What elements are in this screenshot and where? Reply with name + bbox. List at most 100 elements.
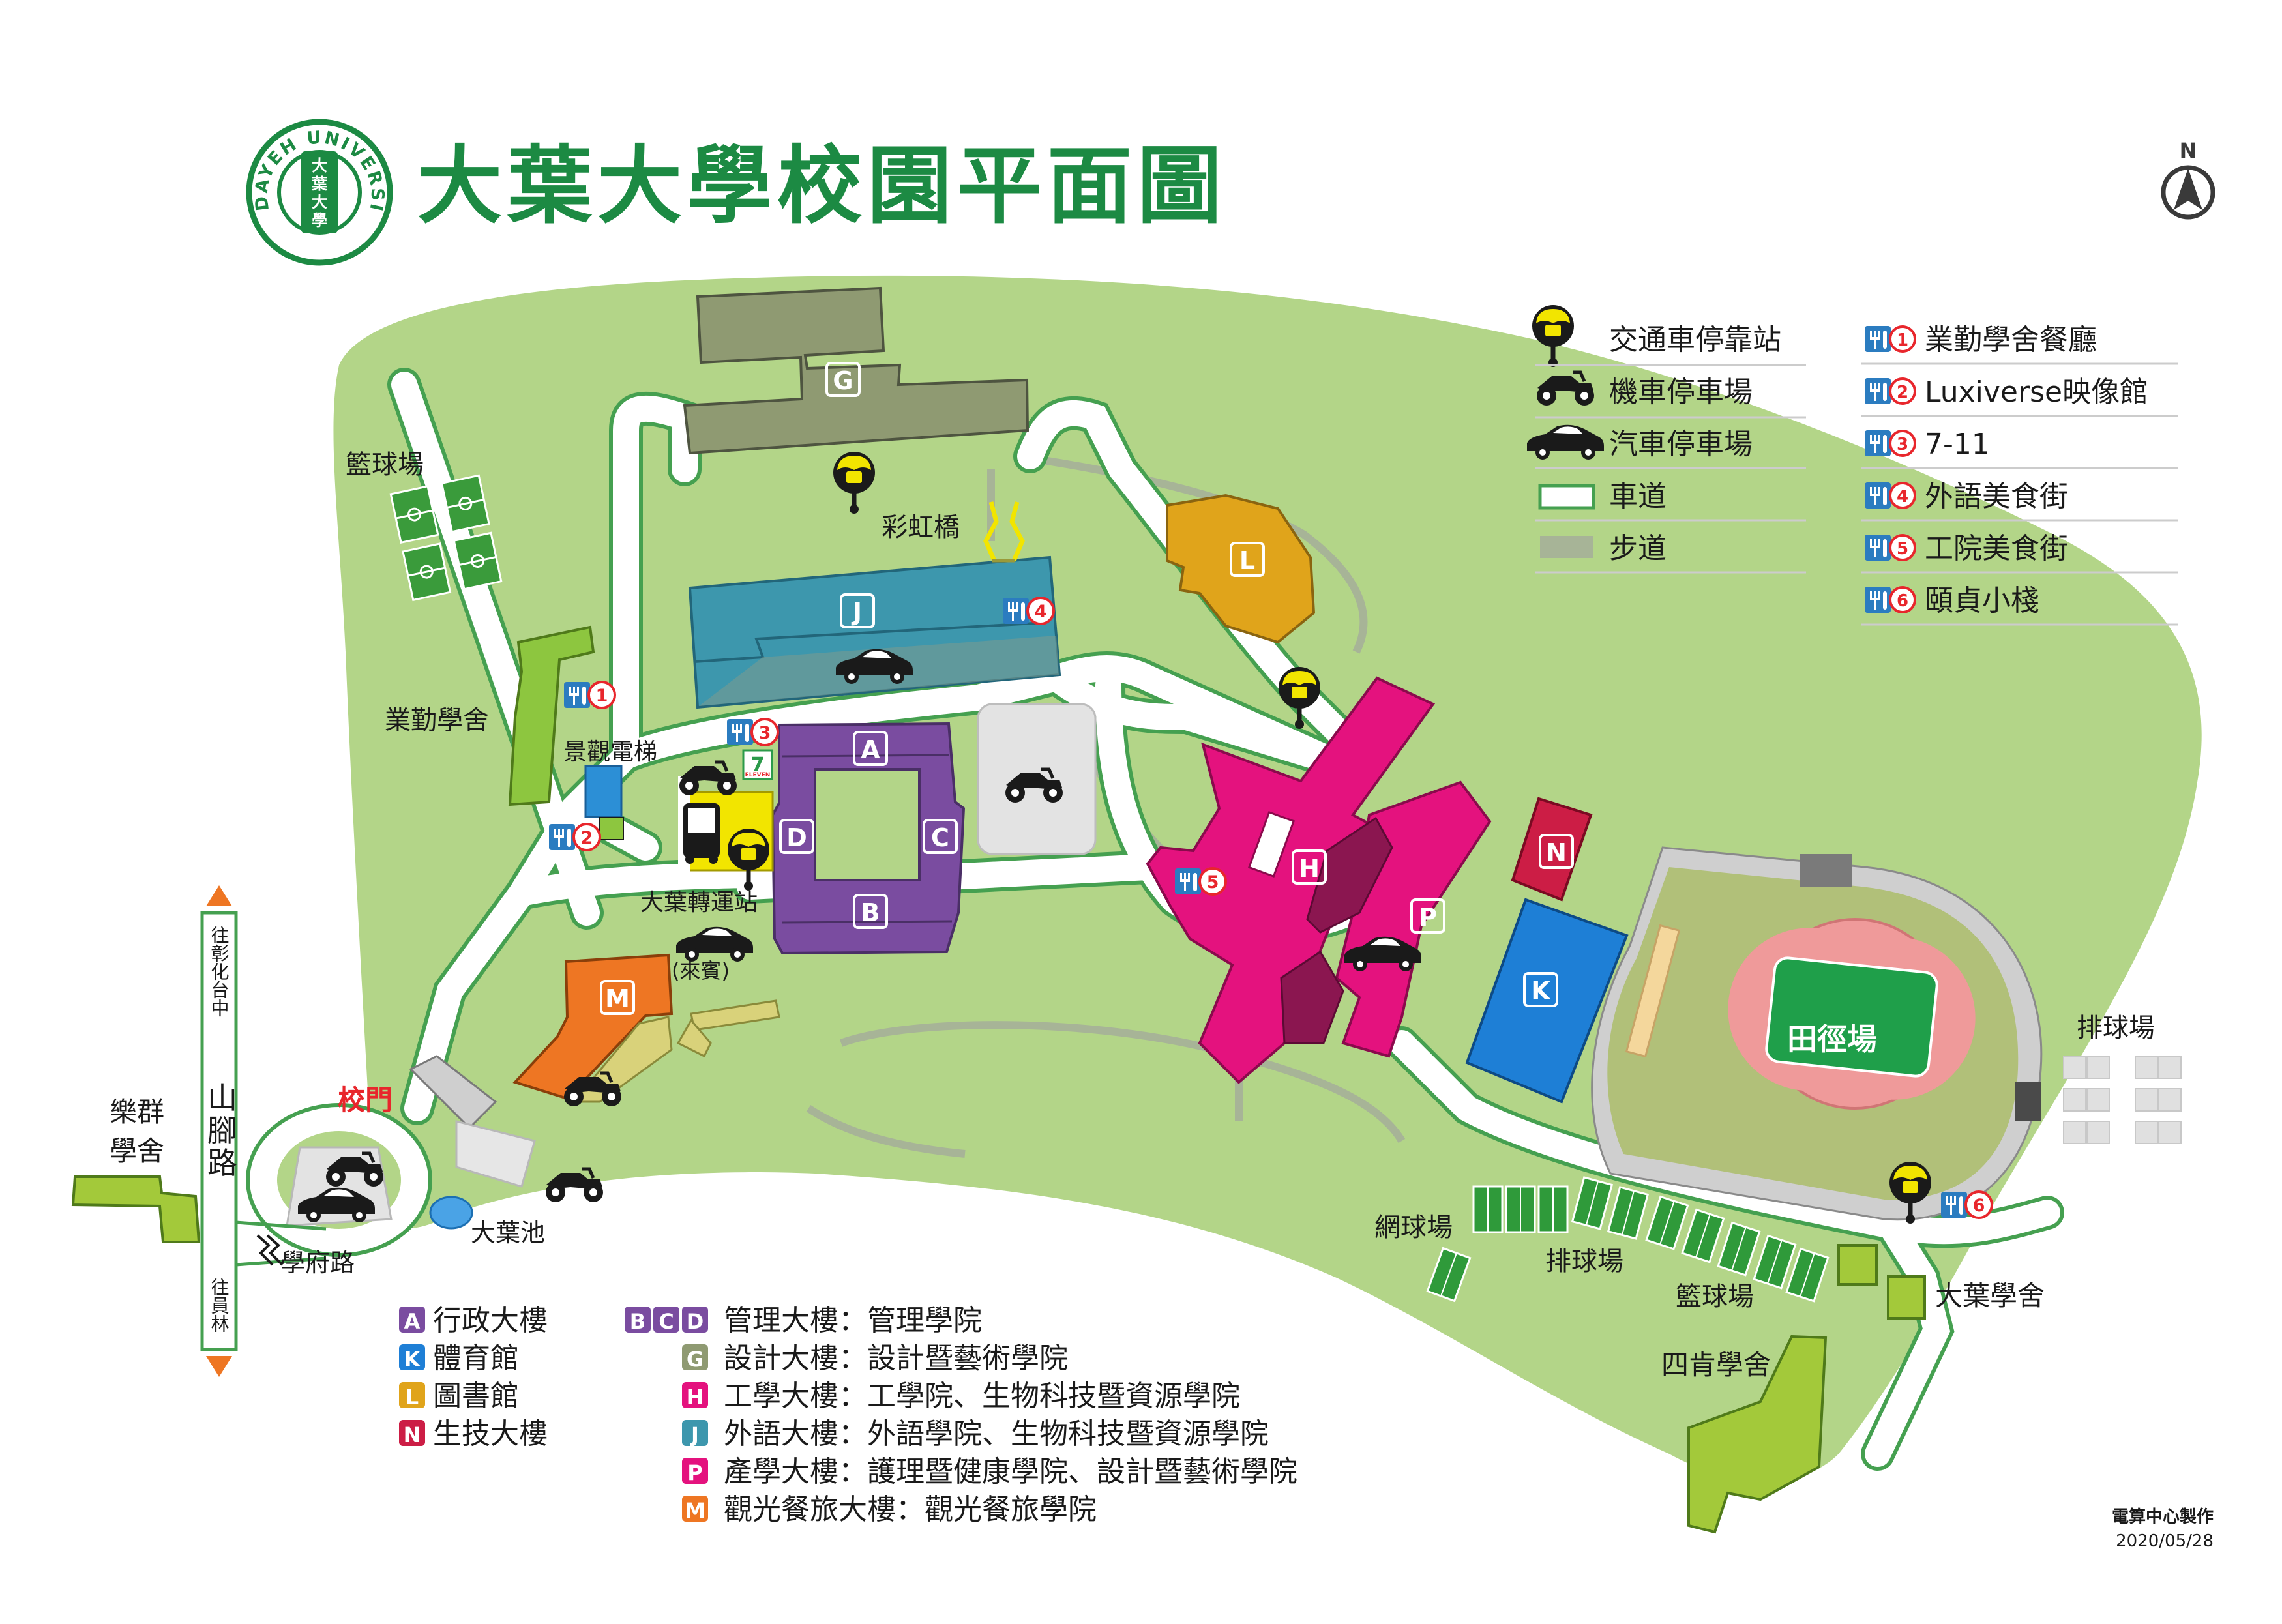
label-mountain-road-2: 腳 [207, 1113, 237, 1148]
letter-p: P [1419, 903, 1437, 932]
building-n[interactable] [1511, 797, 1593, 902]
dayeh-dorm-a[interactable] [1837, 1244, 1878, 1286]
label-volleyball-east: 排球場 [2077, 1013, 2155, 1043]
label-leqin-2: 學舍 [110, 1135, 164, 1167]
svg-text:6: 6 [1973, 1196, 1985, 1216]
svg-text:1: 1 [596, 686, 608, 706]
svg-text:4: 4 [1035, 602, 1047, 622]
bottom-legend-label: 觀光餐旅大樓：觀光餐旅學院 [724, 1493, 1097, 1526]
svg-text:P: P [687, 1460, 702, 1485]
svg-text:J: J [690, 1423, 699, 1447]
credit: 電算中心製作 [2112, 1507, 2214, 1527]
legend-letter-badge [653, 1307, 679, 1333]
bus-icon [683, 803, 720, 864]
page-title: 大葉大學校園平面圖 [417, 136, 1227, 235]
label-track-field: 田徑場 [1787, 1022, 1877, 1057]
food-icon-4[interactable]: 4 [1003, 597, 1055, 625]
legend-letter-badge [399, 1307, 425, 1333]
svg-text:汽車停車場: 汽車停車場 [1609, 428, 1753, 461]
svg-text:C: C [659, 1309, 674, 1334]
leqin-dorm[interactable] [71, 1175, 201, 1243]
svg-text:交通車停靠站: 交通車停靠站 [1609, 323, 1781, 357]
north-arrow-icon: N [2161, 138, 2215, 220]
letter-j: J [851, 598, 862, 627]
svg-text:大: 大 [312, 193, 327, 211]
date: 2020/05/28 [2116, 1531, 2214, 1551]
label-campus-gate: 校門 [338, 1084, 393, 1116]
building-h[interactable] [1146, 676, 1436, 1084]
dayeh-dorm-b[interactable] [1887, 1275, 1926, 1320]
building-k[interactable] [1465, 898, 1629, 1104]
yeqin-dorm[interactable] [508, 625, 595, 806]
label-dayeh-pond: 大葉池 [471, 1218, 545, 1247]
sikeng-dorm[interactable] [1687, 1335, 1828, 1534]
svg-text:3: 3 [759, 723, 771, 743]
building-l[interactable] [1166, 494, 1316, 644]
legend-food-label: 頤貞小棧 [1925, 584, 2039, 617]
food-icon-6[interactable]: 6 [1941, 1190, 1993, 1219]
legend-letter-badge [399, 1344, 425, 1370]
svg-text:L: L [406, 1385, 419, 1410]
label-mountain-road-1: 山 [207, 1080, 237, 1115]
label-volleyball-south: 排球場 [1545, 1247, 1623, 1277]
svg-text:步道: 步道 [1609, 532, 1667, 565]
letter-b: B [861, 898, 880, 927]
svg-text:5: 5 [1207, 872, 1219, 893]
bottom-legend-label: 設計大樓：設計暨藝術學院 [724, 1342, 1068, 1375]
svg-text:N: N [404, 1423, 421, 1447]
legend-food-item: 6 頤貞小棧 [1861, 584, 2178, 626]
label-to-north: 往彰化台中 [209, 926, 230, 1017]
gate-structure [409, 1055, 497, 1130]
svg-text:K: K [404, 1347, 421, 1372]
letter-k: K [1531, 977, 1551, 1005]
letter-g: G [833, 366, 853, 395]
label-tennis-court: 網球場 [1374, 1213, 1453, 1243]
bottom-legend-label: 行政大樓 [433, 1304, 548, 1337]
svg-text:H: H [687, 1385, 704, 1410]
label-basketball-nw: 籃球場 [346, 450, 424, 480]
svg-text:機車停車場: 機車停車場 [1609, 376, 1753, 409]
dayeh-pond [429, 1196, 473, 1230]
food-icon-5[interactable]: 5 [1175, 867, 1227, 896]
bottom-legend-label: 工學大樓：工學院、生物科技暨資源學院 [724, 1380, 1240, 1413]
label-rainbow-bridge: 彩虹橋 [882, 512, 960, 542]
svg-text:5: 5 [1897, 539, 1908, 559]
scenic-elevator[interactable] [584, 765, 623, 818]
svg-text:D: D [687, 1309, 704, 1334]
svg-text:2: 2 [581, 828, 593, 848]
legend-food-label: 業勤學舍餐廳 [1925, 323, 2097, 357]
legend-letter-badge [682, 1496, 708, 1522]
legend-letter-badge [399, 1382, 425, 1408]
food-icon-3[interactable]: 3 [727, 718, 779, 746]
track-field[interactable] [1591, 846, 2043, 1221]
legend-letter-badge [682, 1420, 708, 1446]
label-leqin-1: 樂群 [110, 1096, 164, 1128]
legend-letter-badge [682, 1344, 708, 1370]
svg-text:6: 6 [1897, 591, 1908, 611]
letter-badges: G J L A D C B H P N K M [600, 362, 1574, 1015]
seven-eleven-logo: 7 ELEVEN [742, 749, 773, 780]
bottom-legend-label: 管理大樓：管理學院 [724, 1304, 982, 1337]
volleyball-court-east[interactable] [2063, 1056, 2182, 1144]
svg-text:ELEVEN: ELEVEN [745, 772, 771, 778]
svg-text:N: N [2180, 138, 2197, 163]
label-xuefu-road: 學府路 [280, 1248, 355, 1277]
rainbow-bridge[interactable] [983, 501, 1025, 562]
legend-food-label: 外語美食街 [1925, 480, 2068, 513]
building-g[interactable] [683, 286, 1030, 455]
food-icon-2[interactable]: 2 [549, 823, 601, 851]
svg-text:車道: 車道 [1609, 480, 1667, 513]
svg-text:7: 7 [751, 754, 765, 776]
bottom-legend-label: 圖書館 [433, 1380, 519, 1413]
svg-text:葉: 葉 [311, 175, 328, 193]
food-icon-1[interactable]: 1 [564, 681, 616, 709]
legend-letter-badge [682, 1307, 708, 1333]
letter-m: M [605, 984, 630, 1013]
svg-text:M: M [685, 1498, 705, 1523]
bottom-legend-label: 外語大樓：外語學院、生物科技暨資源學院 [724, 1417, 1269, 1451]
letter-d: D [786, 823, 807, 852]
label-scenic-elevator: 景觀電梯 [563, 739, 657, 765]
label-transfer-station: 大葉轉運站 [640, 889, 758, 916]
